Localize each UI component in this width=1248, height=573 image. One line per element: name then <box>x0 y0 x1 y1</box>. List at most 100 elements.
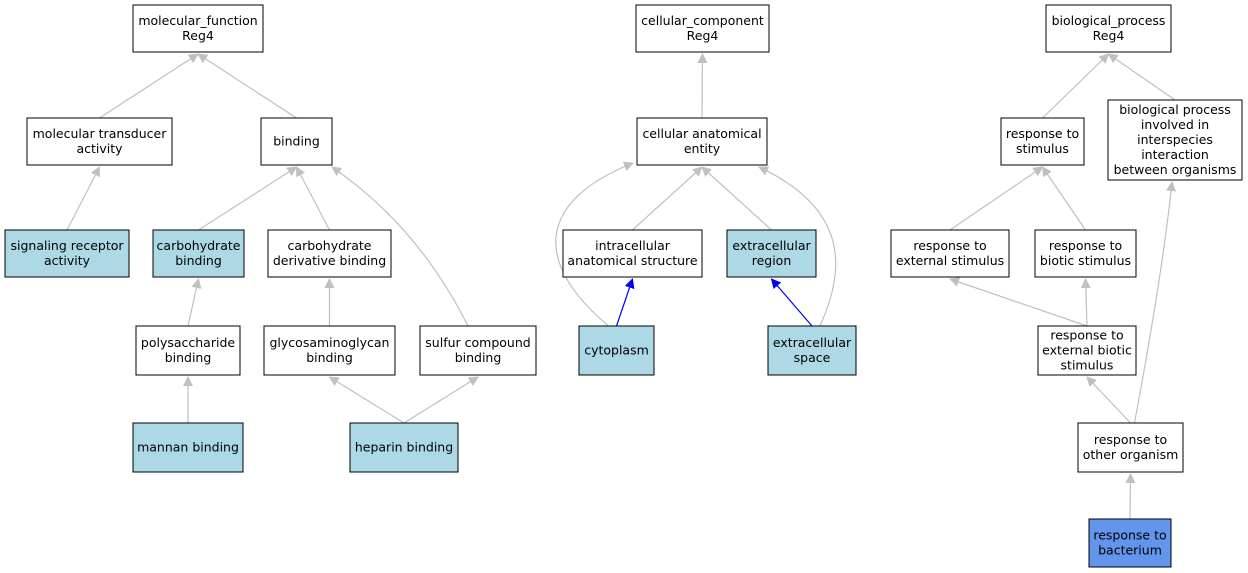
edge-line <box>1125 473 1136 520</box>
node-label-line: binding <box>306 350 353 365</box>
node-label-line: carbohydrate <box>288 238 372 253</box>
edge-resp_bacterium-to-resp_other_org <box>1125 473 1136 520</box>
node-label-line: Reg4 <box>687 28 719 43</box>
edge-line <box>770 278 813 327</box>
edge-intracell-to-cell_anat <box>632 166 703 231</box>
node-label-line: bacterium <box>1098 543 1162 558</box>
node-label-line: binding <box>165 350 212 365</box>
node-label-line: response to <box>1094 432 1167 447</box>
edge-line <box>949 277 1088 327</box>
node-label-line: stimulus <box>1061 358 1114 373</box>
node-box <box>132 422 244 473</box>
edge-signaling_receptor-to-mol_transducer <box>66 166 101 231</box>
node-label-line: activity <box>76 141 123 156</box>
node-label-line: response to <box>1050 328 1123 343</box>
edge-resp_other_org-to-resp_ext_biotic <box>1086 376 1131 424</box>
node-label-line: interaction <box>1141 147 1209 162</box>
edge-resp_ext_biotic-to-resp_biotic <box>1080 278 1091 327</box>
node-heparin[interactable]: heparin binding <box>349 422 459 473</box>
node-box <box>349 422 459 473</box>
node-label-line: space <box>794 350 831 365</box>
node-label-line: cellular anatomical <box>642 126 761 141</box>
node-label-line: signaling receptor <box>10 238 124 253</box>
edge-extracell_space-to-cell_anat <box>758 166 837 327</box>
node-box <box>890 229 1010 278</box>
edge-sulfur-to-binding <box>331 166 469 327</box>
node-label-line: heparin binding <box>355 440 453 455</box>
edge-line <box>555 161 634 327</box>
node-binding[interactable]: binding <box>260 117 333 166</box>
node-label-line: region <box>752 253 792 268</box>
node-label-line: between organisms <box>1114 162 1237 177</box>
edge-line <box>632 166 703 231</box>
edge-line <box>66 166 101 231</box>
node-box <box>1077 422 1184 473</box>
node-box <box>263 325 396 376</box>
edge-resp_other_org-to-bp_interspecies <box>1133 181 1177 424</box>
node-label-line: entity <box>684 141 721 156</box>
node-label-line: sulfur compound <box>425 335 530 350</box>
node-label-line: Reg4 <box>1093 28 1125 43</box>
node-label-line: activity <box>44 253 91 268</box>
node-box <box>1037 325 1137 376</box>
node-label-line: other organism <box>1083 447 1179 462</box>
node-label-line: polysaccharide <box>141 335 235 350</box>
node-label-line: biological_process <box>1052 13 1166 28</box>
node-cytoplasm[interactable]: cytoplasm <box>578 325 655 376</box>
node-label-line: binding <box>273 134 320 149</box>
node-label-line: stimulus <box>1016 141 1069 156</box>
node-box <box>1000 117 1085 166</box>
node-box <box>562 229 703 278</box>
node-box <box>26 117 173 166</box>
node-label-line: response to <box>1093 528 1166 543</box>
edge-cytoplasm-to-intracell <box>615 278 635 327</box>
node-label-line: cellular_component <box>641 13 764 28</box>
edge-line <box>758 166 837 327</box>
node-label-line: mannan binding <box>137 440 239 455</box>
node-box <box>132 4 264 53</box>
node-box <box>260 117 333 166</box>
node-label-line: interspecies <box>1137 132 1213 147</box>
node-label-line: response to <box>1006 126 1079 141</box>
node-label-line: extracellular <box>773 335 852 350</box>
edge-line <box>99 53 199 119</box>
node-label-line: cytoplasm <box>584 343 649 358</box>
node-label-line: Reg4 <box>182 28 214 43</box>
node-label-line: involved in <box>1141 117 1209 132</box>
edge-line <box>1086 376 1131 424</box>
edge-line <box>1133 181 1177 424</box>
node-box <box>726 229 817 278</box>
edge-heparin-to-gag_binding <box>328 376 405 424</box>
node-mannan[interactable]: mannan binding <box>132 422 244 473</box>
node-box <box>1107 99 1243 181</box>
edge-line <box>403 376 479 424</box>
node-box <box>1088 518 1172 568</box>
edge-polysacch-to-carb_binding <box>187 278 202 327</box>
edge-line <box>615 278 635 327</box>
edge-line <box>1080 278 1091 327</box>
edge-line <box>198 166 298 231</box>
node-label-line: molecular transducer <box>33 126 168 141</box>
